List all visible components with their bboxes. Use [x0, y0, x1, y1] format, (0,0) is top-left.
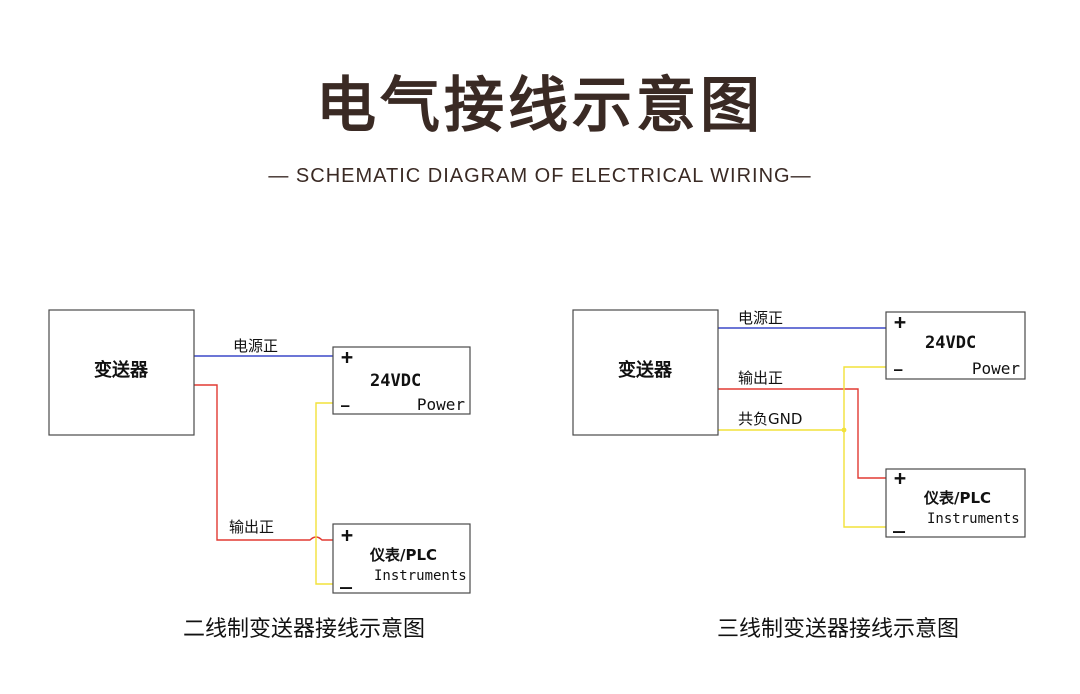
two-wire-negative-return-wire	[315, 402, 333, 585]
two-wire-instrument-plus-symbol: +	[341, 523, 353, 547]
three-wire-power-label: Power	[972, 359, 1021, 378]
two-wire-output-positive-label: 输出正	[229, 518, 274, 536]
two-wire-power-box: + 24VDC — Power	[332, 345, 471, 415]
three-wire-power-box: + 24VDC — Power	[885, 310, 1026, 380]
three-wire-instrument-minus-symbol: _	[893, 509, 906, 533]
two-wire-power-plus-symbol: +	[341, 345, 353, 369]
three-wire-instrument-name: 仪表/PLC	[923, 489, 991, 507]
two-wire-power-minus-symbol: —	[341, 398, 350, 414]
three-wire-power-plus-symbol: +	[894, 310, 906, 334]
two-wire-output-positive-wire	[194, 384, 333, 541]
three-wire-instrument-plus-symbol: +	[894, 466, 906, 490]
three-wire-instrument-box: + 仪表/PLC Instruments _	[885, 466, 1026, 538]
three-wire-junction-dot	[841, 427, 847, 433]
two-wire-power-label: Power	[417, 395, 466, 414]
three-wire-power-negative-wire	[843, 366, 886, 528]
two-wire-transmitter-label: 变送器	[94, 359, 149, 381]
three-wire-transmitter-box: 变送器	[572, 309, 719, 436]
two-wire-instrument-subtitle: Instruments	[374, 568, 467, 584]
two-wire-power-positive-label: 电源正	[233, 337, 278, 355]
two-wire-power-voltage: 24VDC	[370, 371, 421, 391]
two-wire-instrument-name: 仪表/PLC	[369, 546, 437, 564]
three-wire-power-positive-label: 电源正	[738, 309, 783, 327]
two-wire-instrument-minus-symbol: _	[340, 565, 353, 589]
page-subtitle: — SCHEMATIC DIAGRAM OF ELECTRICAL WIRING…	[268, 165, 812, 187]
two-wire-transmitter-box: 变送器	[48, 309, 195, 436]
three-wire-caption: 三线制变送器接线示意图	[717, 617, 959, 642]
three-wire-common-ground-label: 共负GND	[738, 410, 802, 428]
three-wire-transmitter-label: 变送器	[618, 359, 673, 381]
two-wire-caption: 二线制变送器接线示意图	[183, 617, 425, 642]
three-wire-output-positive-label: 输出正	[738, 369, 783, 387]
three-wire-power-minus-symbol: —	[894, 362, 903, 378]
two-wire-instrument-box: + 仪表/PLC Instruments _	[332, 523, 471, 594]
three-wire-power-voltage: 24VDC	[925, 333, 976, 353]
three-wire-instrument-subtitle: Instruments	[927, 511, 1020, 527]
three-wire-output-positive-wire	[718, 388, 886, 479]
page-title: 电气接线示意图	[316, 71, 764, 141]
